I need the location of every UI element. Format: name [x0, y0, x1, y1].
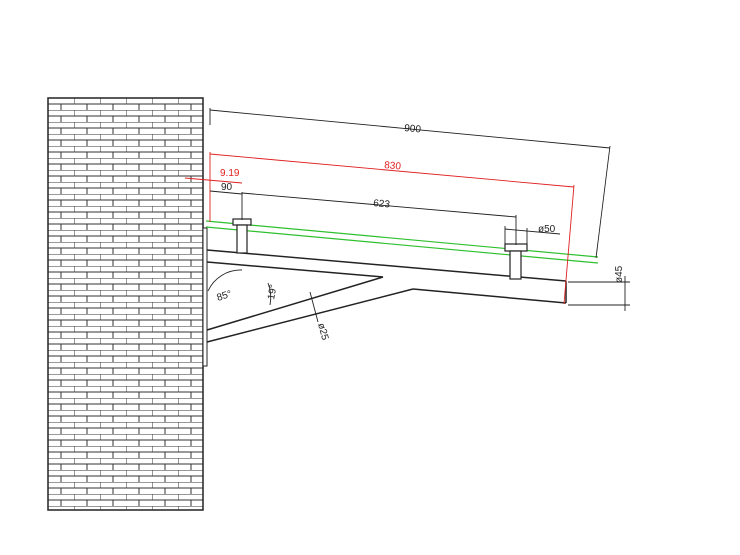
dimension-strut-diameter: ø25 — [309, 291, 330, 342]
angle-text-85: 85° — [216, 289, 234, 304]
dim-text-bolt-diameter: ø50 — [538, 224, 556, 235]
dim-text-offset: 9.19 — [220, 168, 240, 179]
dim-text-900: 900 — [404, 123, 422, 136]
angle-19: 19° — [266, 282, 280, 306]
bolt-right — [504, 243, 528, 280]
dim-text-tube-diameter: ø45 — [614, 265, 625, 283]
dim-text-623: 623 — [373, 198, 391, 211]
bolt-left — [232, 218, 252, 254]
dim-text-strut-diameter: ø25 — [315, 322, 330, 342]
dim-text-90: 90 — [221, 182, 233, 193]
angle-85: 85° — [207, 269, 243, 304]
dimension-bolt-diameter: ø50 — [504, 224, 561, 246]
wall-plate — [202, 227, 208, 367]
diagonal-strut — [206, 276, 414, 343]
dimension-offset: 9.19 — [184, 168, 243, 184]
brick-wall — [47, 97, 204, 511]
dimension-830: 830 — [209, 152, 575, 305]
angle-text-19: 19° — [266, 284, 279, 301]
dimension-tube-diameter: ø45 — [568, 265, 630, 311]
dimension-90: 90 — [209, 182, 243, 220]
dimension-900: 900 — [209, 108, 611, 259]
glass-panel — [205, 220, 599, 264]
dim-text-830: 830 — [384, 160, 402, 173]
